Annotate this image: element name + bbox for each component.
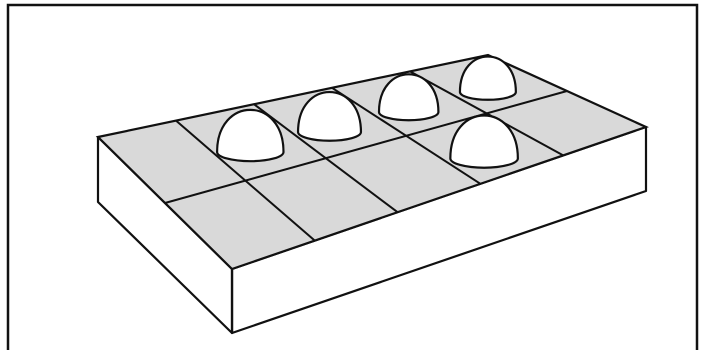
tray — [98, 55, 646, 333]
